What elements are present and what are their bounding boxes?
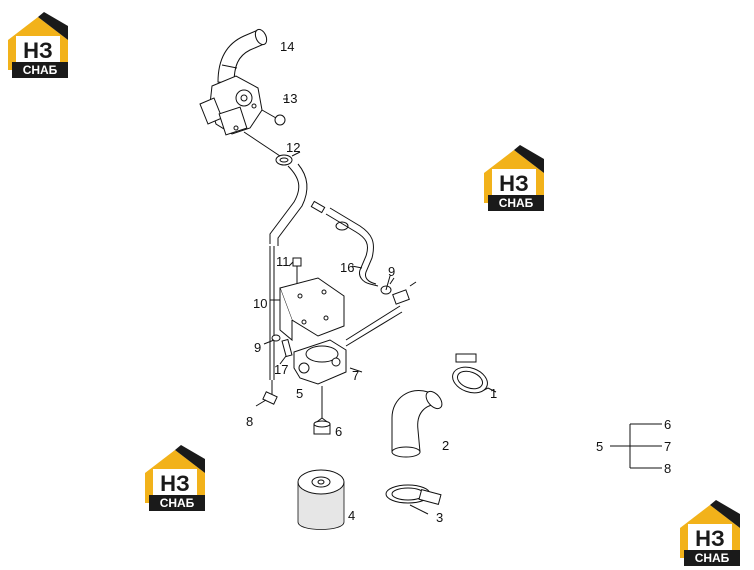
watermark-letters: НЗ — [23, 38, 53, 63]
part-17-nipple — [279, 338, 293, 365]
legend-parent-label: 5 — [596, 439, 603, 454]
label-14: 14 — [280, 39, 294, 54]
label-3: 3 — [436, 510, 443, 525]
label-12: 12 — [286, 140, 300, 155]
watermark-caption: СНАБ — [160, 496, 195, 510]
part-8-drain — [255, 380, 278, 407]
watermark-caption: СНАБ — [695, 551, 730, 565]
watermark-caption: СНАБ — [499, 196, 534, 210]
watermark-logo-bottom-left: НЗ СНАБ — [145, 445, 205, 511]
part-7-filter-head — [293, 305, 403, 385]
label-8: 8 — [246, 414, 253, 429]
label-11: 11 — [276, 254, 290, 269]
part-4-filter — [297, 469, 345, 530]
part-3-clamp — [385, 484, 442, 515]
leader-lines — [385, 275, 489, 391]
label-9-lower: 9 — [254, 340, 261, 355]
part-10-bracket — [270, 277, 345, 342]
part-12-clamp — [243, 131, 301, 166]
label-16: 16 — [340, 260, 354, 275]
legend-group: 5 6 7 8 — [596, 417, 671, 476]
label-7: 7 — [352, 368, 359, 383]
label-4: 4 — [348, 508, 355, 523]
part-1-clamp — [452, 353, 497, 394]
part-14-hose — [217, 28, 268, 85]
long-hose — [269, 163, 308, 380]
legend-child-label: 6 — [664, 417, 671, 432]
watermark-letters: НЗ — [160, 471, 190, 496]
watermark-logo-top-right: НЗ СНАБ — [484, 145, 544, 211]
part-6-nipple — [313, 386, 331, 435]
label-6: 6 — [335, 424, 342, 439]
label-10: 10 — [253, 296, 267, 311]
label-13: 13 — [283, 91, 297, 106]
label-5: 5 — [296, 386, 303, 401]
part-9-fitting-upper — [380, 277, 417, 305]
watermark-letters: НЗ — [695, 526, 725, 551]
watermark-letters: НЗ — [499, 171, 529, 196]
label-9-upper: 9 — [388, 264, 395, 279]
legend-child-label: 7 — [664, 439, 671, 454]
part-2-elbow — [391, 390, 443, 458]
label-17: 17 — [274, 362, 288, 377]
part-13-valve-body — [199, 75, 288, 136]
watermark-logo-top-left: НЗ СНАБ — [8, 12, 68, 78]
legend-child-label: 8 — [664, 461, 671, 476]
part-16-hose — [310, 200, 379, 287]
label-2: 2 — [442, 438, 449, 453]
label-1: 1 — [490, 386, 497, 401]
watermark-logo-bottom-right: НЗ СНАБ — [680, 500, 740, 566]
part-9-fitting-lower — [263, 334, 281, 345]
watermark-caption: СНАБ — [23, 63, 58, 77]
